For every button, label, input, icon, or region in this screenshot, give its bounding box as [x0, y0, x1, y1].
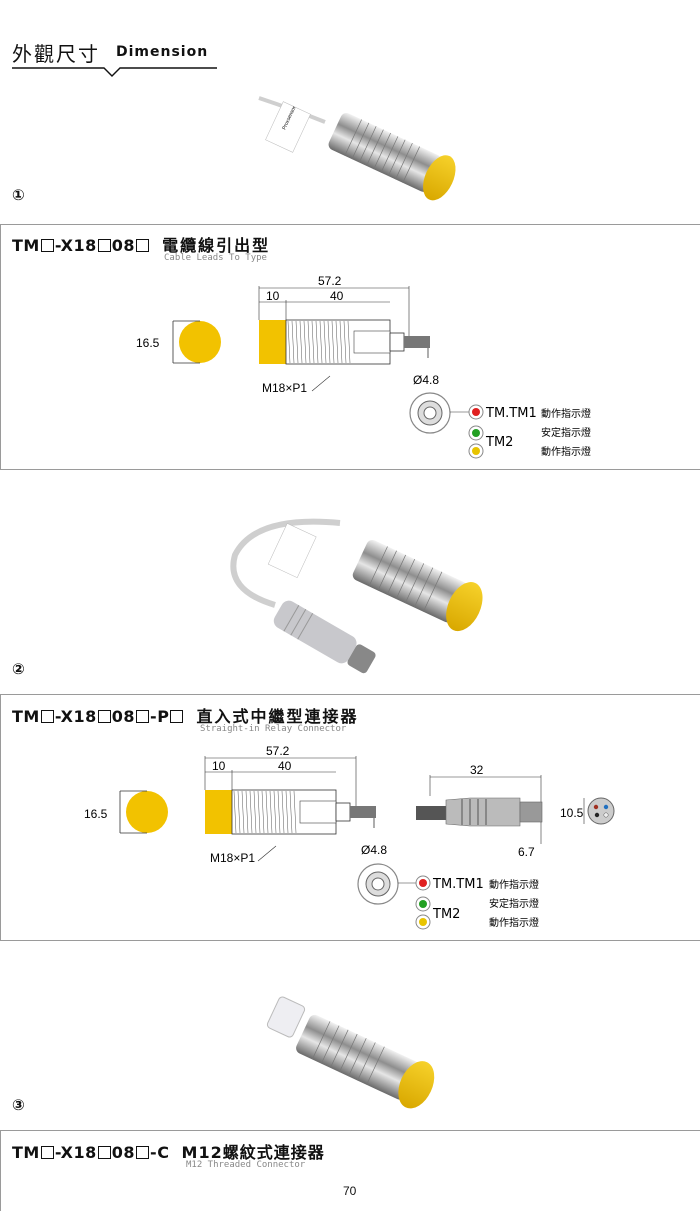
section-1-subtitle: Cable Leads To Type	[164, 253, 267, 263]
section-1-panel	[0, 224, 700, 470]
legend-label-3: 動作指示燈	[489, 916, 539, 929]
dim-cable-diameter: Ø4.8	[361, 843, 387, 857]
title-underline	[12, 67, 217, 77]
legend-label-1: 動作指示燈	[541, 407, 591, 420]
dim-b: 40	[330, 289, 344, 303]
dim-thread: M18×P1	[210, 851, 255, 865]
dim-total-length: 57.2	[266, 744, 290, 758]
dim-a: 10	[212, 759, 226, 773]
page-title: 外觀尺寸	[12, 42, 100, 66]
section-3-panel	[0, 1130, 700, 1211]
dim-total-length: 57.2	[318, 274, 342, 288]
legend-label-1: 動作指示燈	[489, 878, 539, 891]
section-2-number: ②	[12, 660, 25, 678]
legend-label-3: 動作指示燈	[541, 445, 591, 458]
section-1-number: ①	[12, 186, 25, 204]
legend-tm-tm1: TM.TM1	[432, 877, 484, 892]
section-2-drawing: 16.5 57.2 10 40 Ø4.8 M18×P1 32 6.7 10.5 …	[84, 744, 615, 930]
product-photo-3	[266, 996, 435, 1109]
dim-b: 40	[278, 759, 292, 773]
legend-label-2: 安定指示燈	[541, 426, 591, 439]
dim-a: 10	[266, 289, 280, 303]
dim-diameter: 16.5	[136, 336, 160, 350]
dim-connector-diameter: 6.7	[518, 845, 535, 859]
section-1-drawing: 16.5 57.2 10 40 Ø4.8 M18×P1 TM.TM1 TM2 動…	[136, 274, 591, 459]
legend-label-2: 安定指示燈	[489, 897, 539, 910]
dim-connector-length: 32	[470, 763, 484, 777]
dim-pin-diameter: 10.5	[560, 806, 584, 820]
legend-tm2: TM2	[432, 907, 460, 922]
dim-cable-diameter: Ø4.8	[413, 373, 439, 387]
section-3-subtitle: M12 Threaded Connector	[186, 1160, 306, 1170]
section-2-subtitle: Straight-in Relay Connector	[200, 724, 347, 734]
section-2-panel	[0, 694, 700, 941]
dim-thread: M18×P1	[262, 381, 307, 395]
page-title-en: Dimension	[116, 44, 209, 60]
dim-partial-length: 70	[343, 1184, 357, 1198]
product-photo-1: Proxsensor	[258, 96, 456, 201]
dim-diameter: 16.5	[84, 807, 108, 821]
section-3-number: ③	[12, 1096, 25, 1114]
legend-tm2: TM2	[485, 435, 513, 450]
legend-tm-tm1: TM.TM1	[485, 406, 537, 421]
product-photo-2	[230, 518, 483, 674]
